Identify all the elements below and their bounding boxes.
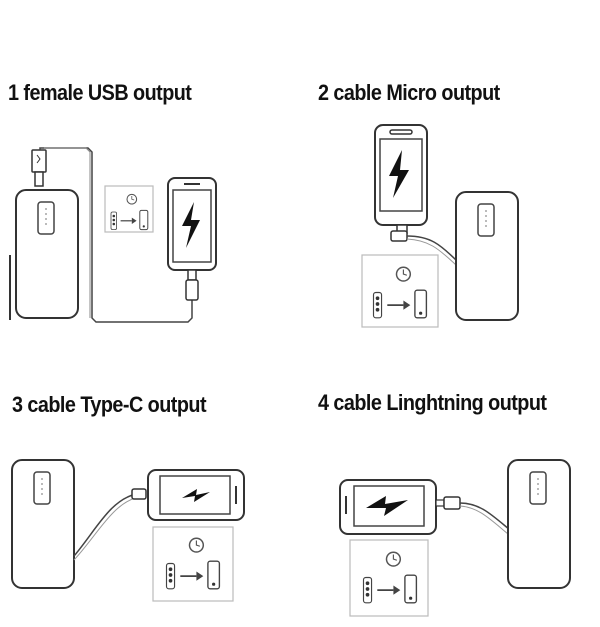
power-bank-icon xyxy=(11,459,75,589)
lightning-bolt-icon xyxy=(389,150,409,198)
phone-icon xyxy=(167,177,217,271)
lightning-bolt-icon xyxy=(182,489,210,502)
info-panel-frame xyxy=(152,526,234,602)
panel-1-diagram xyxy=(9,147,217,323)
type-c-plug-icon xyxy=(131,488,147,500)
phone-icon xyxy=(147,469,245,521)
lightning-bolt-icon xyxy=(182,202,200,248)
panel-4-diagram xyxy=(339,459,571,617)
section-4-title: 4 cable Linghtning output xyxy=(318,390,547,415)
panel-2-diagram xyxy=(361,124,519,328)
micro-usb-plug-icon xyxy=(390,230,408,242)
section-1-title: 1 female USB output xyxy=(8,80,192,105)
lightning-bolt-icon xyxy=(366,496,408,516)
power-bank-icon xyxy=(15,189,79,319)
phone-icon xyxy=(339,479,437,535)
section-2-title: 2 cable Micro output xyxy=(318,80,500,105)
section-3-title: 3 cable Type-C output xyxy=(12,392,207,417)
lightning-plug-icon xyxy=(443,496,461,510)
power-bank-icon xyxy=(507,459,571,589)
phone-icon xyxy=(374,124,428,226)
panel-3-diagram xyxy=(11,459,245,602)
power-bank-icon xyxy=(455,191,519,321)
usb-plug-icon xyxy=(31,149,47,187)
